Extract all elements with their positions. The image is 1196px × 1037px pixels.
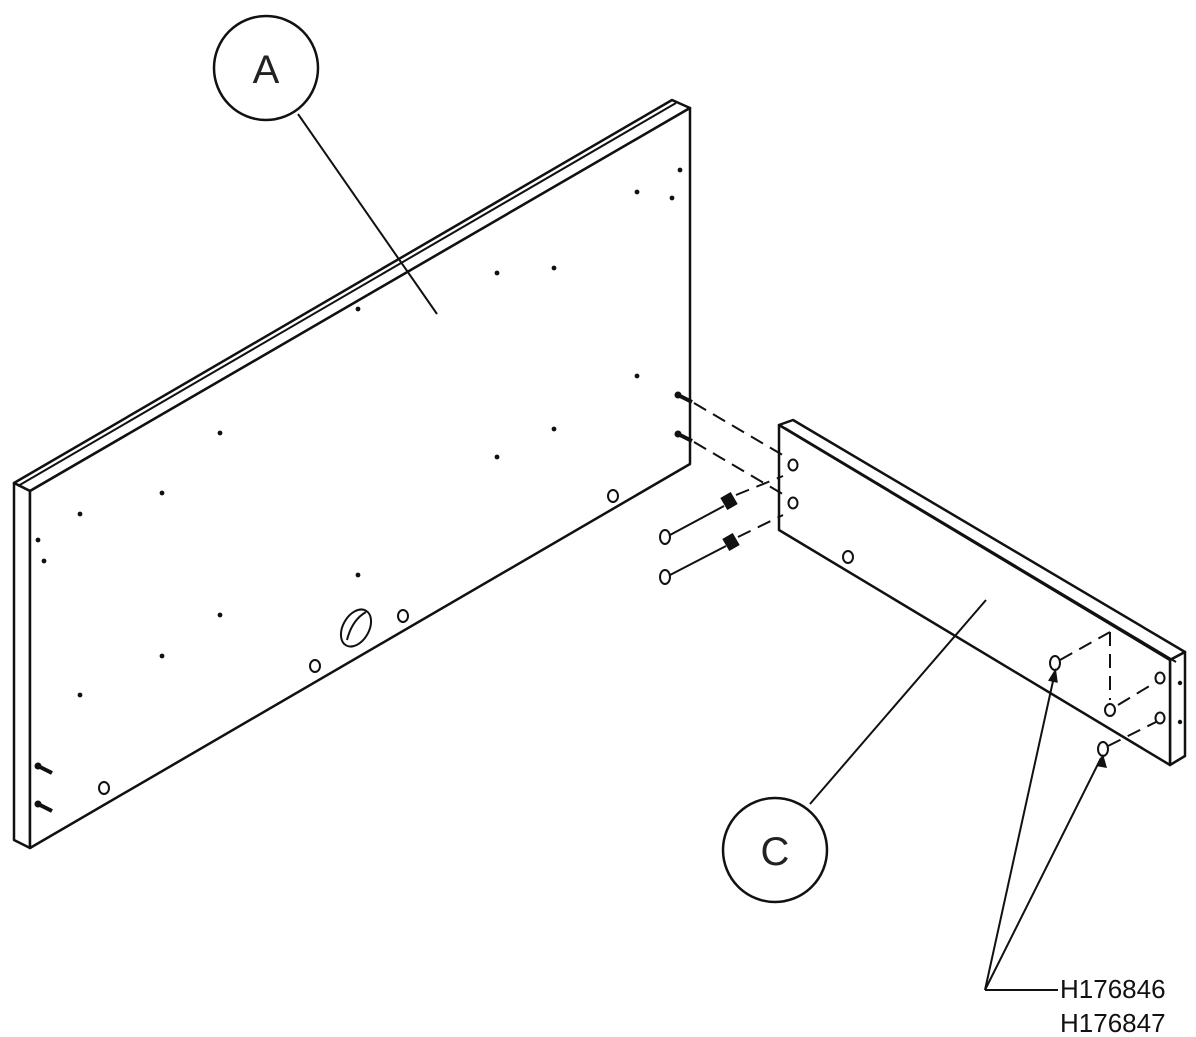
callout-c-label: C bbox=[761, 830, 790, 874]
panel-a-cam-bolts-left bbox=[34, 762, 53, 813]
dowel-upper bbox=[720, 475, 784, 511]
cam-lock-lower bbox=[659, 545, 727, 585]
panel-a-face bbox=[28, 106, 692, 850]
panel-c-edge-line bbox=[784, 427, 1177, 663]
callout-c-circle bbox=[721, 796, 829, 904]
leader-to-lower-cam bbox=[984, 757, 1102, 991]
callout-a: A bbox=[212, 14, 438, 315]
callout-a-leader bbox=[297, 113, 438, 315]
callout-c: C bbox=[721, 599, 987, 904]
panel-a-left-edge bbox=[12, 481, 32, 850]
part-number-2: H176847 bbox=[1060, 1008, 1166, 1037]
panel-c bbox=[777, 418, 1187, 767]
panel-c-holes bbox=[787, 458, 1183, 725]
callout-a-label: A bbox=[253, 48, 280, 92]
panel-c-right-edge bbox=[1168, 650, 1187, 767]
dowel-lower bbox=[722, 514, 784, 552]
panel-c-face bbox=[777, 423, 1172, 767]
panel-a-holes bbox=[35, 167, 683, 698]
cam-lock-upper bbox=[659, 505, 725, 545]
part-number-1: H176846 bbox=[1060, 974, 1166, 1004]
hardware bbox=[659, 402, 1157, 757]
panel-a-grommet-hole bbox=[339, 608, 373, 648]
callout-c-leader bbox=[809, 599, 987, 805]
panel-a bbox=[12, 98, 693, 850]
panel-a-edge-line bbox=[17, 102, 677, 487]
panel-a-cam-holes bbox=[98, 489, 619, 795]
callout-a-circle bbox=[212, 14, 320, 122]
panel-a-cam-bolts-right bbox=[674, 391, 693, 443]
part-number-callout: H176846 H176847 bbox=[984, 668, 1166, 1037]
leader-to-upper-cam bbox=[984, 671, 1056, 991]
